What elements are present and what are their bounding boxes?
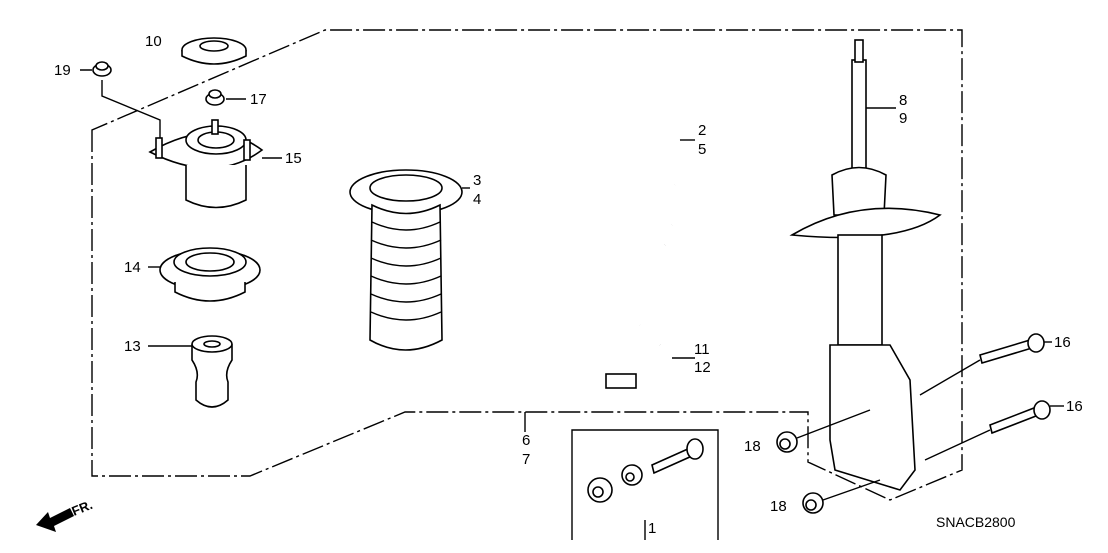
part-2-coil-spring	[541, 97, 681, 266]
part-15-strut-mount	[148, 119, 264, 209]
part-17-nut	[205, 89, 225, 106]
part-14-bearing	[159, 247, 261, 302]
assembly-outline	[91, 29, 963, 501]
part-3-dust-boot	[349, 169, 463, 351]
part-13-bump-stop	[191, 335, 233, 408]
callout-16-lower: 16	[1066, 398, 1083, 415]
part-8-shock-absorber	[789, 39, 942, 491]
part-10-mount-cap	[181, 37, 247, 65]
callout-2: 2	[698, 122, 706, 139]
part-16-bolt-lower	[989, 400, 1051, 435]
front-indicator: FR.	[70, 497, 95, 519]
callout-7: 7	[522, 451, 530, 468]
diagram-code: SNACB2800	[936, 514, 1016, 530]
callout-15: 15	[285, 150, 302, 167]
callout-1: 1	[648, 520, 656, 537]
callout-11: 11	[694, 341, 710, 358]
part-18-nut-lower	[802, 492, 824, 514]
callout-9: 9	[899, 110, 907, 127]
front-arrow-icon	[36, 508, 74, 532]
callout-18-lower: 18	[770, 498, 787, 515]
callout-14: 14	[124, 259, 141, 276]
kit-bracket	[571, 429, 719, 540]
part-19-nut	[92, 61, 112, 77]
callout-13: 13	[124, 338, 141, 355]
callout-12: 12	[694, 359, 711, 376]
callout-6: 6	[522, 432, 530, 449]
part-1-kit	[587, 438, 704, 503]
part-18-nut-upper	[776, 431, 798, 453]
callout-4: 4	[473, 191, 481, 208]
callout-18-upper: 18	[744, 438, 761, 455]
callout-5: 5	[698, 141, 706, 158]
part-16-bolt-upper	[979, 333, 1045, 365]
callout-3: 3	[473, 172, 481, 189]
callout-8: 8	[899, 92, 907, 109]
callout-10: 10	[145, 33, 162, 50]
part-11-spring-seat	[557, 321, 664, 389]
callout-16-upper: 16	[1054, 334, 1071, 351]
callout-19: 19	[54, 62, 71, 79]
callout-17: 17	[250, 91, 267, 108]
